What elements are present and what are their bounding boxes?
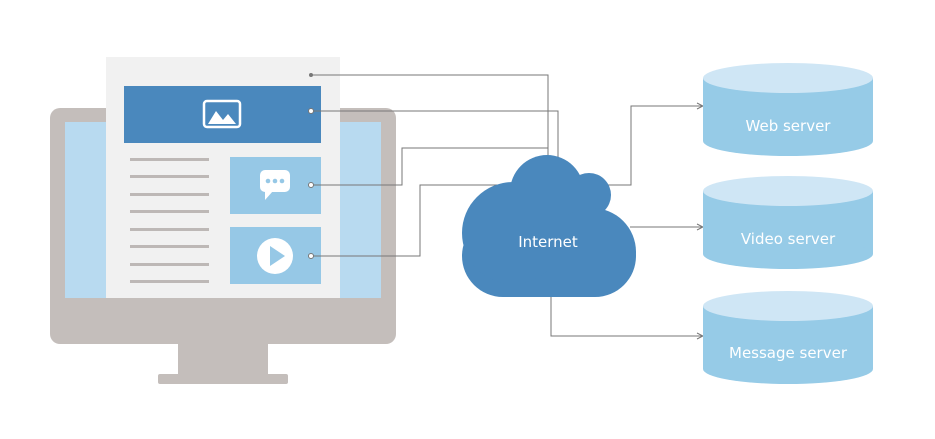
connector-banner: [311, 110, 559, 175]
server-label: Web server: [746, 117, 832, 135]
connector-message-server: [550, 290, 703, 336]
server-message: Message server: [703, 291, 873, 384]
page-connectors: [311, 74, 559, 257]
server-video: Video server: [703, 176, 873, 269]
play-icon: [257, 238, 293, 274]
database-icon: [703, 291, 873, 384]
connector-page: [311, 74, 549, 175]
connector-dots: [308, 73, 314, 259]
connector-chat: [311, 147, 548, 186]
database-icon: [703, 63, 873, 156]
image-banner: [124, 86, 321, 143]
server-label: Video server: [741, 230, 836, 248]
connector-video: [311, 184, 520, 257]
text-lines: [130, 158, 209, 283]
database-icon: [703, 176, 873, 269]
connector-web-server: [600, 106, 703, 186]
web-page: [106, 57, 340, 298]
server-web: Web server: [703, 63, 873, 156]
monitor-stand-neck: [178, 340, 268, 378]
image-icon: [202, 99, 242, 129]
server-label: Message server: [729, 344, 848, 362]
cloud-label: Internet: [518, 233, 578, 251]
server-connectors: [550, 106, 703, 336]
monitor-stand-base: [158, 374, 288, 384]
chat-icon: [260, 170, 290, 200]
cloud-icon: [462, 155, 636, 297]
